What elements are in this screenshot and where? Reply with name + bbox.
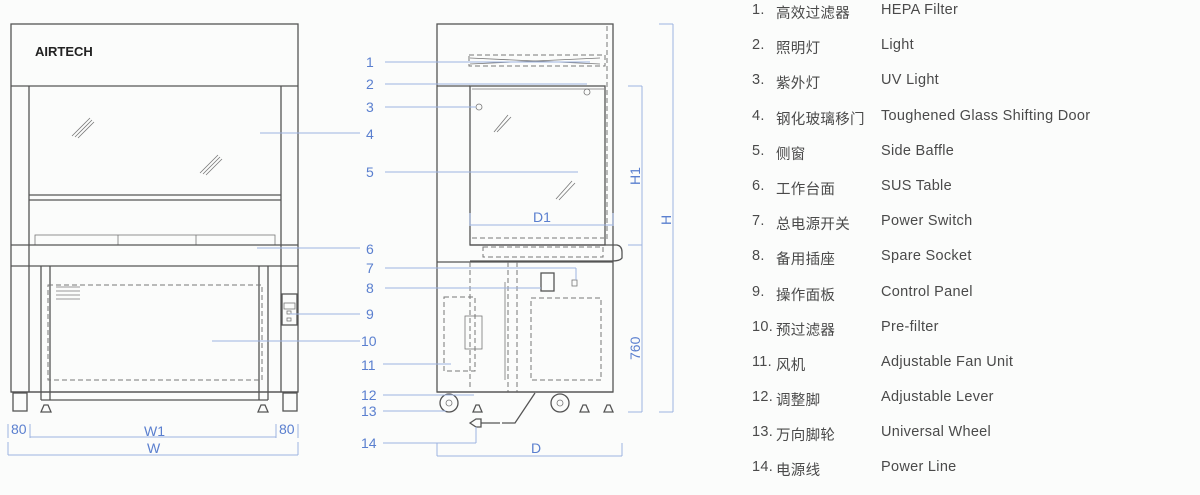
callout-11: 11 bbox=[361, 357, 376, 373]
width-dimensions bbox=[7, 424, 299, 456]
callout-2: 2 bbox=[366, 76, 374, 92]
foot-icon bbox=[257, 404, 269, 413]
callout-9: 9 bbox=[366, 306, 374, 322]
callout-14: 14 bbox=[361, 435, 377, 451]
dim-w1: W1 bbox=[144, 423, 165, 439]
fan-unit-icon bbox=[443, 296, 476, 372]
wheel-icon bbox=[550, 393, 570, 413]
callout-4: 4 bbox=[366, 126, 374, 142]
callout-3: 3 bbox=[366, 99, 374, 115]
callout-6: 6 bbox=[366, 241, 374, 257]
power-cord-icon bbox=[502, 392, 536, 424]
vent-grille-icon bbox=[56, 286, 80, 300]
callout-numbers: 1 2 3 4 5 6 7 8 9 10 11 12 13 14 bbox=[361, 54, 377, 451]
dim-80-left: 80 bbox=[11, 421, 27, 437]
caster-icon bbox=[282, 392, 298, 412]
front-view: AIRTECH bbox=[7, 23, 360, 456]
callout-7: 7 bbox=[366, 260, 374, 276]
foot-icon bbox=[40, 404, 52, 413]
callout-13: 13 bbox=[361, 403, 377, 419]
drawing-canvas: AIRTECH bbox=[7, 23, 674, 457]
glass-hatch-icon bbox=[71, 117, 223, 176]
callout-12: 12 bbox=[361, 387, 377, 403]
dim-760: 760 bbox=[627, 336, 643, 360]
plug-icon bbox=[468, 418, 482, 428]
light-icon bbox=[583, 88, 591, 96]
side-view: D1 D H1 760 H bbox=[383, 23, 674, 457]
dim-h1: H1 bbox=[627, 167, 643, 185]
uv-light-icon bbox=[475, 103, 483, 111]
callout-10: 10 bbox=[361, 333, 377, 349]
callout-8: 8 bbox=[366, 280, 374, 296]
dim-d1: D1 bbox=[533, 209, 551, 225]
dim-80-right: 80 bbox=[279, 421, 295, 437]
dim-h: H bbox=[658, 215, 674, 225]
caster-icon bbox=[12, 392, 28, 412]
power-switch-icon bbox=[571, 279, 578, 287]
socket-icon bbox=[540, 272, 555, 292]
control-panel-icon bbox=[281, 293, 298, 326]
callout-1: 1 bbox=[366, 54, 374, 70]
hepa-filter-icon bbox=[468, 54, 606, 67]
dim-d: D bbox=[531, 440, 541, 456]
wheel-icon bbox=[439, 393, 459, 413]
dim-w: W bbox=[147, 440, 161, 456]
callout-5: 5 bbox=[366, 164, 374, 180]
brand-logo: AIRTECH bbox=[35, 44, 93, 59]
